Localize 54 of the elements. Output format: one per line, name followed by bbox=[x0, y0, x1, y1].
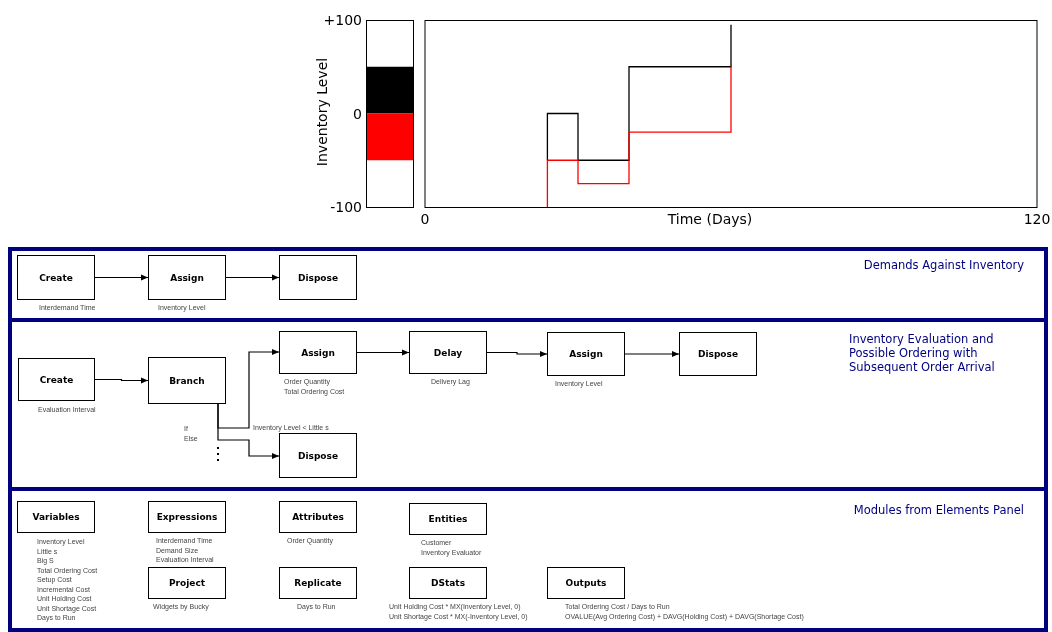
module-label: Delay bbox=[433, 347, 463, 358]
module-box bbox=[18, 358, 95, 401]
module-label: Outputs bbox=[565, 578, 607, 588]
module-label: Attributes bbox=[292, 512, 344, 522]
module-label: Replicate bbox=[294, 578, 342, 588]
module-label: Variables bbox=[32, 512, 80, 522]
module-box bbox=[17, 501, 95, 533]
module-box bbox=[279, 331, 357, 374]
module-box bbox=[279, 501, 357, 533]
panel-heading: Modules from Elements Panel bbox=[853, 503, 1024, 517]
module-box bbox=[17, 255, 95, 300]
module-box bbox=[279, 567, 357, 599]
panel-heading: Inventory Evaluation and Possible Ordering with Subsequent Order Arrival bbox=[849, 332, 996, 374]
module-box bbox=[148, 255, 226, 300]
module-label: Assign bbox=[569, 349, 603, 359]
tick-label: -100 bbox=[330, 199, 362, 215]
module-label: Dispose bbox=[298, 272, 338, 283]
axis-title: Time (Days) bbox=[667, 211, 753, 227]
connector-arrow bbox=[486, 351, 548, 357]
module-box bbox=[279, 255, 357, 300]
module-box bbox=[409, 567, 487, 599]
module-label: Create bbox=[39, 374, 74, 385]
module-box bbox=[148, 567, 226, 599]
tick-label: 0 bbox=[420, 211, 430, 227]
tick-label: 0 bbox=[353, 105, 362, 122]
connector-arrow bbox=[217, 349, 280, 429]
module-box bbox=[148, 357, 226, 404]
module-label: Dispose bbox=[698, 349, 738, 359]
connector-arrow bbox=[94, 274, 149, 281]
connector-arrow bbox=[624, 351, 680, 357]
module-label: Entities bbox=[428, 514, 468, 524]
tick-label: 120 bbox=[1023, 211, 1051, 227]
module-label: Branch bbox=[169, 375, 205, 386]
module-label: Assign bbox=[170, 272, 204, 283]
module-box bbox=[547, 332, 625, 376]
panel-heading: Demands Against Inventory bbox=[863, 258, 1024, 272]
tick-label: +100 bbox=[323, 12, 362, 28]
module-box bbox=[148, 501, 226, 533]
module-box bbox=[679, 332, 757, 376]
module-box bbox=[279, 433, 357, 478]
module-label: DStats bbox=[431, 578, 465, 588]
module-label: Create bbox=[39, 272, 73, 283]
module-label: Project bbox=[168, 578, 205, 588]
module-label: Expressions bbox=[156, 512, 218, 522]
module-label: Dispose bbox=[298, 450, 338, 461]
module-box bbox=[409, 503, 487, 535]
module-label: Assign bbox=[301, 347, 335, 358]
axis-title: Inventory Level bbox=[314, 57, 330, 167]
connector-arrow bbox=[356, 349, 410, 356]
module-box bbox=[409, 331, 487, 374]
connector-arrow bbox=[225, 274, 280, 281]
module-box bbox=[547, 567, 625, 599]
connector-arrow bbox=[217, 403, 280, 459]
connector-arrow bbox=[94, 377, 149, 384]
